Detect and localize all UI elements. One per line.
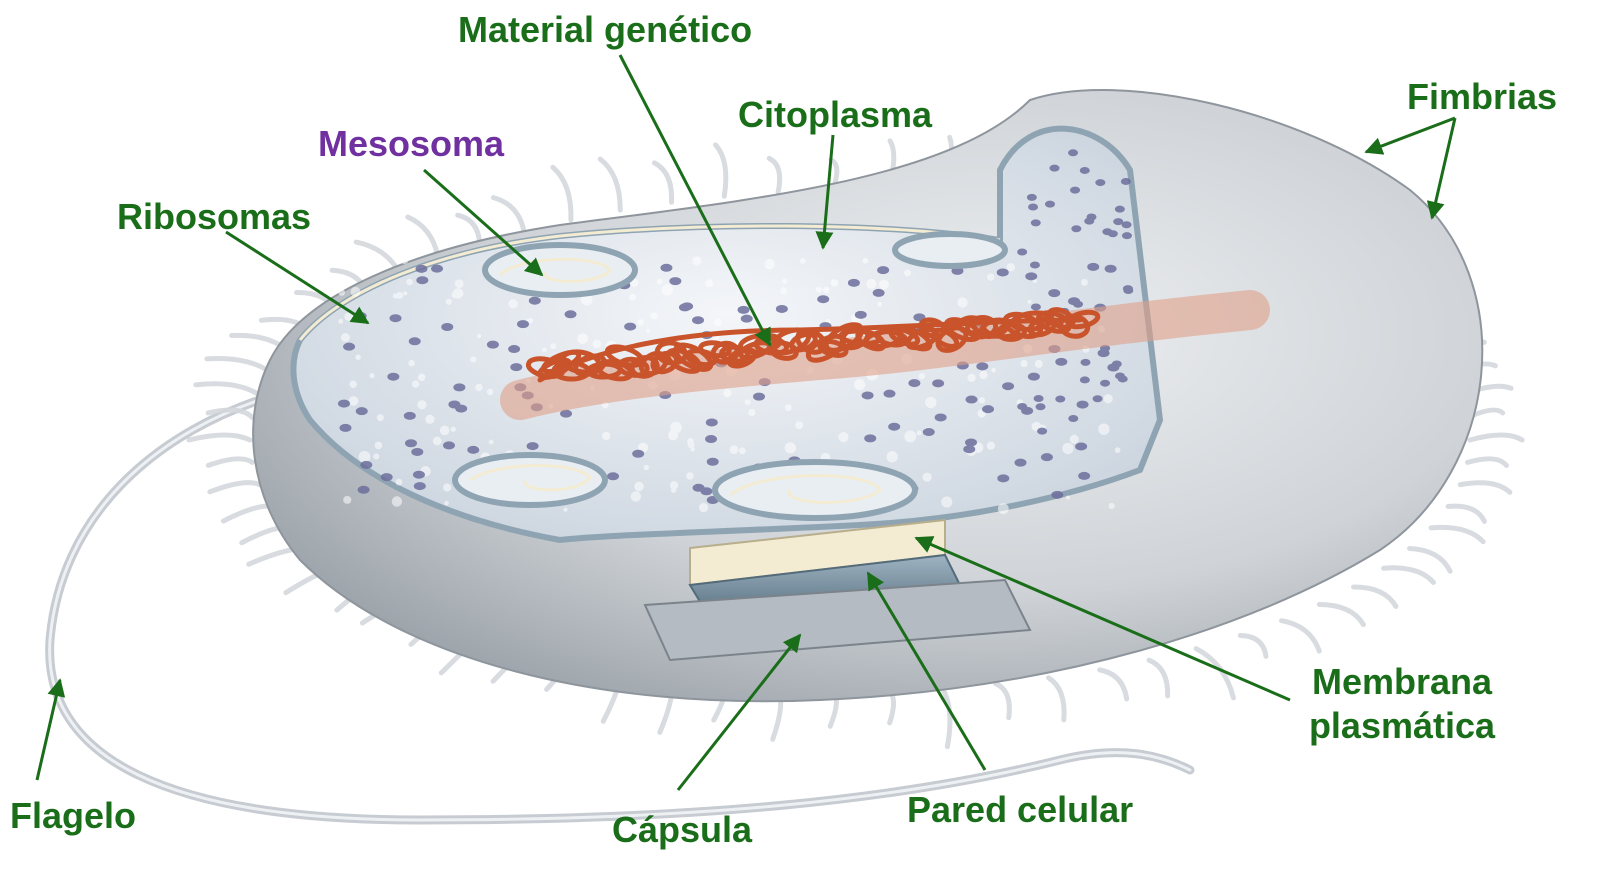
mesosome-top-left (485, 245, 635, 295)
label-membrana-line2: plasmática (1302, 704, 1502, 748)
arrow-ribosomas (226, 232, 368, 323)
label-pared-celular: Pared celular (907, 788, 1133, 832)
mesosome-bottom-left (455, 455, 605, 505)
arrow-fimbrias-1 (1366, 118, 1455, 152)
label-citoplasma: Citoplasma (738, 93, 932, 137)
label-flagelo: Flagelo (10, 794, 136, 838)
label-capsula: Cápsula (612, 808, 752, 852)
arrow-fimbrias-2 (1432, 118, 1455, 218)
mesosome-top-right (895, 234, 1005, 266)
label-ribosomas: Ribosomas (117, 195, 311, 239)
arrow-flagelo (37, 680, 60, 780)
mesosome-bottom-center (715, 462, 915, 518)
label-material-genetico: Material genético (458, 8, 752, 52)
label-membrana-line1: Membrana (1302, 660, 1502, 704)
label-fimbrias: Fimbrias (1407, 75, 1557, 119)
label-mesosoma: Mesosoma (318, 122, 504, 166)
label-membrana-plasmatica: Membrana plasmática (1302, 660, 1502, 748)
